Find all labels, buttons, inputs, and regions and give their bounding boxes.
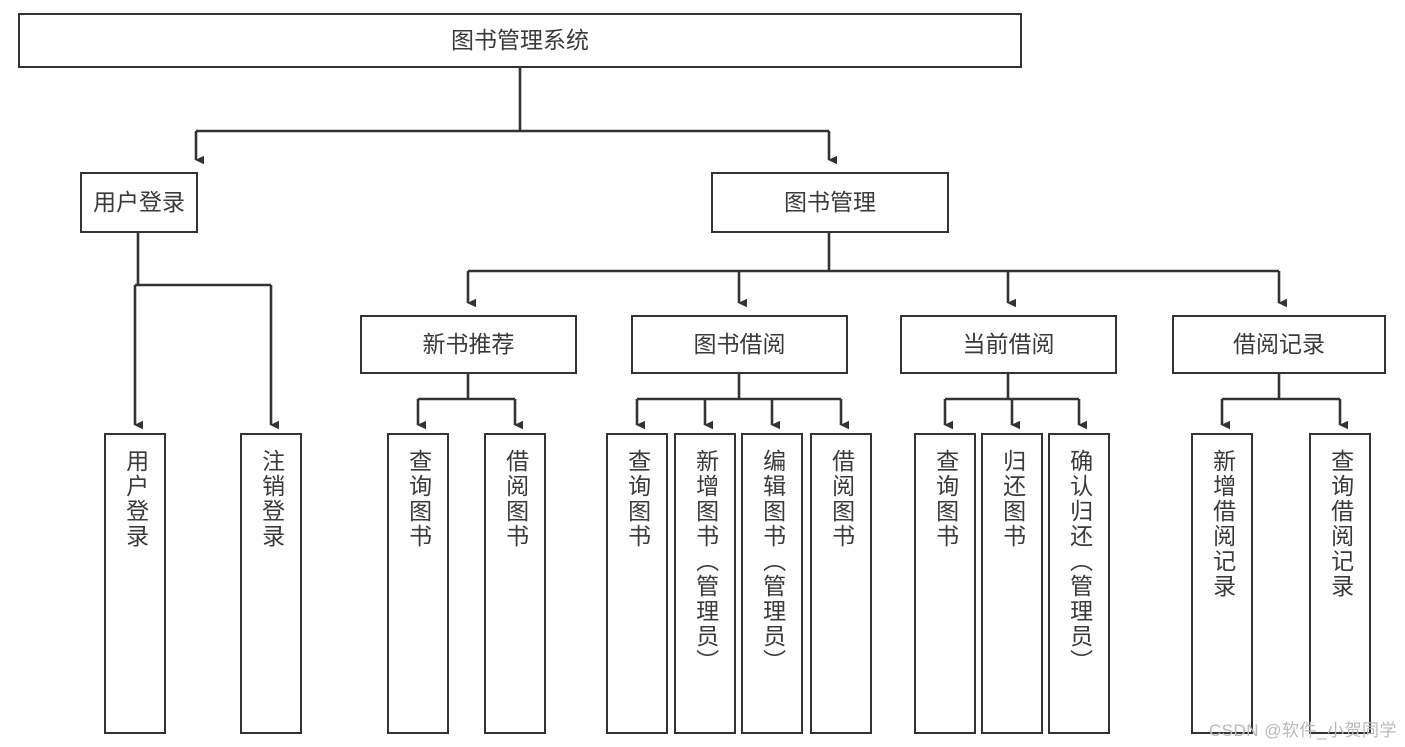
leaf-book-borrow-query[interactable]: 查询图书 bbox=[606, 433, 668, 734]
node-new-book-recommend-label: 新书推荐 bbox=[422, 331, 515, 358]
leaf-current-borrow-return[interactable]: 归还图书 bbox=[981, 433, 1043, 734]
leaf-borrow-record-add-label: 新增借阅记录 bbox=[1209, 449, 1236, 599]
leaf-user-login-signout-label: 注销登录 bbox=[258, 449, 285, 549]
node-book-borrow[interactable]: 图书借阅 bbox=[631, 315, 848, 374]
node-borrow-record-label: 借阅记录 bbox=[1233, 331, 1325, 358]
leaf-current-borrow-query[interactable]: 查询图书 bbox=[914, 433, 976, 734]
node-book-borrow-label: 图书借阅 bbox=[693, 331, 786, 358]
node-current-borrow-label: 当前借阅 bbox=[962, 331, 1055, 358]
leaf-book-borrow-edit-label: 编辑图书（管理员） bbox=[759, 449, 786, 674]
node-root-system[interactable]: 图书管理系统 bbox=[18, 13, 1022, 68]
leaf-new-book-query-label: 查询图书 bbox=[405, 449, 432, 549]
node-current-borrow[interactable]: 当前借阅 bbox=[900, 315, 1117, 374]
leaf-current-borrow-confirm-label: 确认归还（管理员） bbox=[1066, 449, 1093, 674]
leaf-new-book-query[interactable]: 查询图书 bbox=[387, 433, 449, 734]
node-borrow-record[interactable]: 借阅记录 bbox=[1172, 315, 1386, 374]
leaf-current-borrow-query-label: 查询图书 bbox=[932, 449, 959, 549]
leaf-user-login-signin[interactable]: 用户登录 bbox=[104, 433, 166, 734]
leaf-borrow-record-add[interactable]: 新增借阅记录 bbox=[1191, 433, 1253, 734]
leaf-new-book-borrow[interactable]: 借阅图书 bbox=[484, 433, 546, 734]
leaf-book-borrow-add[interactable]: 新增图书（管理员） bbox=[674, 433, 736, 734]
leaf-borrow-record-query-label: 查询借阅记录 bbox=[1327, 449, 1354, 599]
leaf-book-borrow-borrow-label: 借阅图书 bbox=[828, 449, 855, 549]
leaf-book-borrow-query-label: 查询图书 bbox=[624, 449, 651, 549]
leaf-book-borrow-add-label: 新增图书（管理员） bbox=[692, 449, 719, 674]
leaf-current-borrow-confirm[interactable]: 确认归还（管理员） bbox=[1048, 433, 1110, 734]
leaf-user-login-signout[interactable]: 注销登录 bbox=[240, 433, 302, 734]
leaf-borrow-record-query[interactable]: 查询借阅记录 bbox=[1309, 433, 1371, 734]
node-new-book-recommend[interactable]: 新书推荐 bbox=[360, 315, 577, 374]
node-user-login-label: 用户登录 bbox=[93, 189, 185, 216]
node-root-system-label: 图书管理系统 bbox=[451, 27, 589, 54]
csdn-watermark: CSDN @软件_小贺同学 bbox=[1208, 721, 1397, 740]
node-book-management-label: 图书管理 bbox=[784, 189, 876, 216]
leaf-current-borrow-return-label: 归还图书 bbox=[999, 449, 1026, 549]
leaf-book-borrow-edit[interactable]: 编辑图书（管理员） bbox=[741, 433, 803, 734]
leaf-user-login-signin-label: 用户登录 bbox=[122, 449, 149, 549]
leaf-book-borrow-borrow[interactable]: 借阅图书 bbox=[810, 433, 872, 734]
leaf-new-book-borrow-label: 借阅图书 bbox=[502, 449, 529, 549]
node-book-management[interactable]: 图书管理 bbox=[711, 172, 949, 233]
node-user-login[interactable]: 用户登录 bbox=[80, 172, 198, 233]
